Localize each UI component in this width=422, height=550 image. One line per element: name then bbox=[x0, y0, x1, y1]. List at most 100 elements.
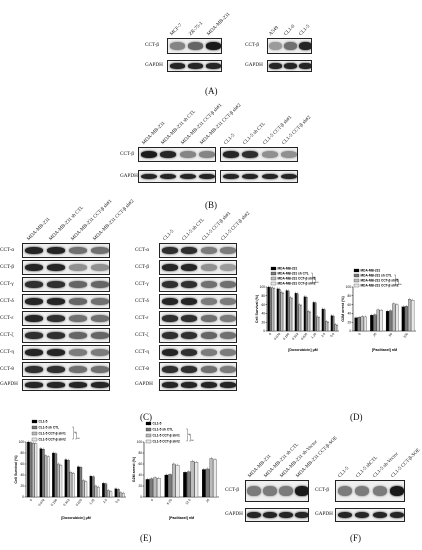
band bbox=[161, 264, 178, 271]
blot-strip bbox=[245, 508, 309, 522]
band bbox=[299, 42, 311, 50]
bar bbox=[84, 481, 88, 498]
bar bbox=[385, 311, 390, 332]
significance-mark: ** bbox=[316, 281, 319, 285]
legend-label: MDA-MB-231 CCT-β sh#2 bbox=[361, 284, 399, 288]
row-label: CCT-β bbox=[120, 150, 134, 157]
bar bbox=[280, 292, 283, 332]
y-tick-label: 0 bbox=[263, 329, 265, 333]
band bbox=[200, 264, 217, 271]
x-tick-label: 0 bbox=[357, 332, 361, 336]
row-label: CCT-η bbox=[0, 348, 15, 355]
blot-strip bbox=[159, 345, 237, 360]
lane-label: CL1-5 bbox=[298, 24, 312, 37]
bar bbox=[282, 293, 285, 332]
bar bbox=[314, 302, 317, 332]
bar bbox=[109, 491, 113, 498]
blot-strip bbox=[159, 362, 237, 377]
bar bbox=[300, 305, 303, 332]
x-tick-label: 0.625 bbox=[75, 498, 83, 507]
bar bbox=[32, 442, 35, 498]
x-tick-label: 25 bbox=[372, 332, 377, 337]
row-label: GAPDH bbox=[0, 381, 18, 387]
band bbox=[206, 63, 221, 69]
row-label: GAPDH bbox=[120, 172, 138, 179]
bar bbox=[287, 290, 290, 332]
band bbox=[46, 366, 65, 373]
band bbox=[206, 42, 221, 50]
band bbox=[279, 511, 293, 519]
bar bbox=[276, 288, 279, 332]
bar bbox=[411, 300, 415, 332]
bar bbox=[194, 462, 199, 498]
blot-strip bbox=[159, 260, 237, 275]
bar bbox=[273, 288, 276, 332]
band bbox=[261, 151, 278, 158]
band bbox=[24, 366, 43, 373]
blot-strip bbox=[159, 294, 237, 309]
y-tick-label: 20 bbox=[347, 320, 351, 324]
band bbox=[140, 173, 157, 180]
row-label: GAPDH bbox=[225, 511, 243, 517]
band bbox=[24, 281, 43, 288]
blot-strip bbox=[335, 508, 405, 522]
bar bbox=[401, 306, 405, 332]
bar bbox=[408, 299, 412, 332]
y-tick-label: 80 bbox=[20, 451, 24, 455]
bar bbox=[119, 492, 123, 498]
legend-swatch bbox=[353, 273, 360, 278]
band bbox=[261, 173, 278, 180]
y-tick-label: 20 bbox=[138, 484, 142, 488]
band bbox=[372, 511, 387, 519]
band bbox=[390, 486, 404, 496]
band bbox=[263, 486, 277, 496]
band bbox=[220, 264, 236, 271]
panel-letter-b: (B) bbox=[205, 200, 217, 210]
band bbox=[263, 511, 277, 519]
x-tick-label: 12.5 bbox=[185, 498, 192, 505]
panel-letter-d: (D) bbox=[350, 412, 363, 422]
panel-letter-f: (F) bbox=[350, 533, 361, 543]
y-axis-label: Cell Survival (%) bbox=[14, 455, 18, 484]
bar bbox=[44, 455, 48, 498]
y-tick-label: 40 bbox=[20, 473, 24, 477]
band bbox=[24, 382, 43, 388]
row-label: GAPDH bbox=[145, 62, 163, 68]
bar bbox=[327, 322, 330, 332]
bar bbox=[190, 461, 195, 498]
bar bbox=[298, 304, 301, 332]
band bbox=[220, 315, 236, 322]
bar bbox=[69, 472, 73, 498]
band bbox=[181, 382, 198, 388]
band bbox=[46, 298, 65, 305]
band bbox=[200, 332, 217, 339]
bar bbox=[305, 296, 308, 332]
bar bbox=[336, 325, 339, 332]
row-label: CCT-θ bbox=[0, 365, 14, 372]
row-label: CCT-θ bbox=[135, 365, 149, 372]
significance-bracket bbox=[189, 434, 191, 442]
band bbox=[68, 332, 87, 339]
band bbox=[169, 42, 185, 50]
bar bbox=[89, 475, 93, 498]
row-label: CCT-β bbox=[135, 263, 149, 270]
legend-swatch bbox=[31, 431, 38, 436]
band bbox=[90, 298, 109, 305]
y-tick-label: 60 bbox=[261, 303, 265, 307]
legend-swatch bbox=[145, 439, 152, 444]
legend-swatch bbox=[270, 266, 277, 271]
x-axis-label: [Doxorubicin] μM bbox=[288, 348, 318, 352]
significance-mark: ** bbox=[77, 437, 80, 441]
bar bbox=[164, 474, 169, 498]
band bbox=[187, 63, 203, 69]
lane-label: ZR-75-1 bbox=[188, 21, 204, 37]
y-tick-label: 80 bbox=[261, 294, 265, 298]
band bbox=[199, 151, 215, 158]
band bbox=[46, 247, 65, 254]
band bbox=[200, 298, 217, 305]
